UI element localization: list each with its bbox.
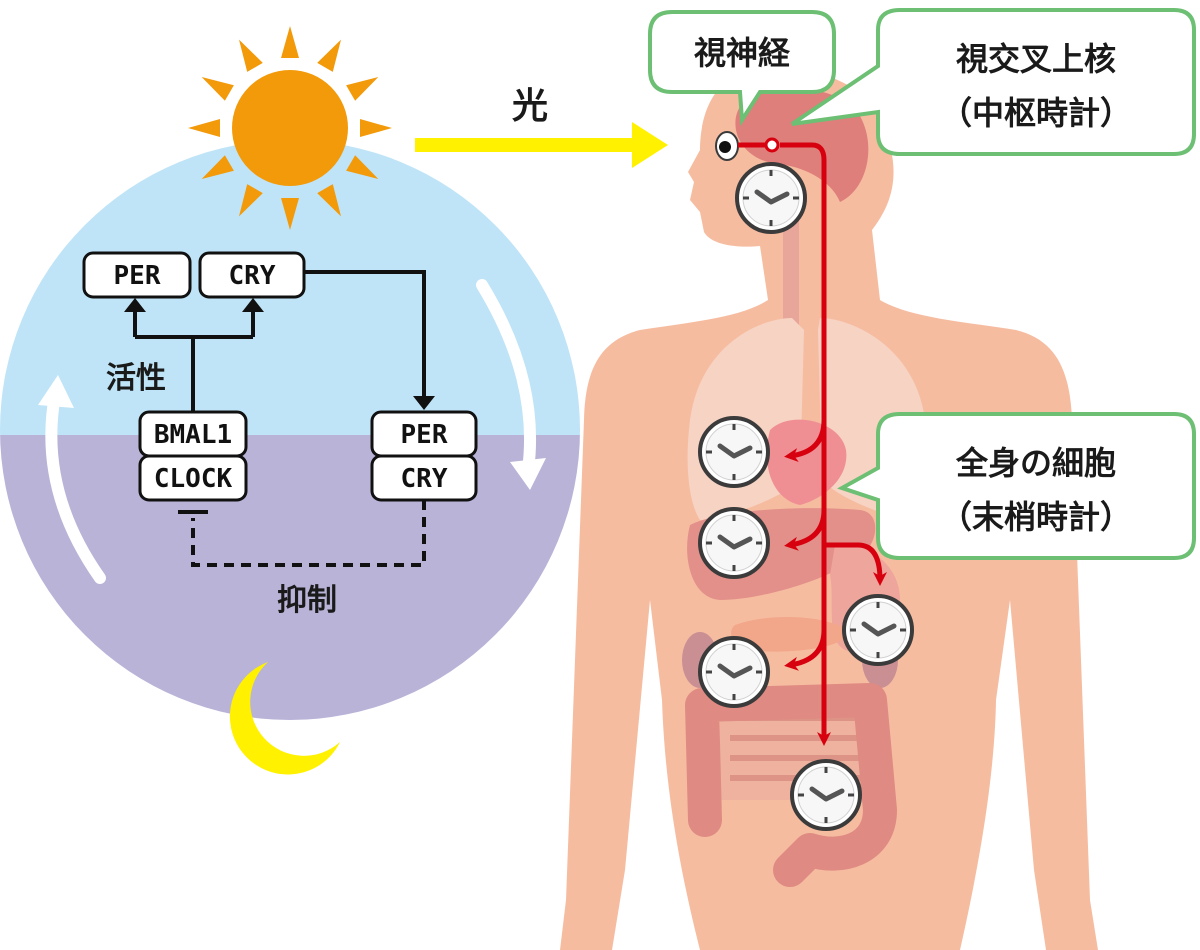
suppression-label: 抑制	[277, 583, 337, 618]
eye-icon	[715, 131, 739, 161]
gene-label-cry-top: CRY	[229, 261, 276, 291]
gene-label-per-top: PER	[114, 261, 161, 291]
light-label: 光	[512, 86, 548, 127]
callout-optic-nerve: 視神経	[648, 10, 836, 127]
crescent-moon-icon	[229, 662, 340, 775]
gene-box-bmal1: BMAL1	[138, 410, 248, 458]
gene-box-per-bottom: PER	[370, 410, 478, 458]
callout-scn-line2: （中枢時計）	[940, 94, 1132, 132]
cycle-arrow-right	[476, 279, 546, 490]
arrowhead-per	[124, 298, 146, 312]
gene-box-per-top: PER	[82, 251, 192, 299]
callout-cells-line1: 全身の細胞	[955, 444, 1116, 482]
activation-label: 活性	[106, 361, 166, 396]
clock-icon	[737, 164, 805, 232]
clock-icon	[700, 509, 768, 577]
scn-dot	[764, 137, 780, 153]
signal-paths	[780, 142, 887, 746]
clock-icon	[700, 638, 768, 706]
gene-box-clock: CLOCK	[138, 454, 248, 502]
gene-box-cry-bottom: CRY	[370, 454, 478, 502]
sun-icon	[188, 26, 392, 230]
arrowhead-cry	[242, 298, 264, 312]
callout-peripheral-cells: 全身の細胞 （末梢時計）	[837, 412, 1196, 560]
clock-icon	[792, 761, 860, 829]
gene-label-clock: CLOCK	[154, 464, 233, 494]
gene-label-cry-bottom: CRY	[401, 464, 448, 494]
callout-optic-nerve-text: 視神経	[694, 34, 791, 72]
gene-box-cry-top: CRY	[198, 251, 306, 299]
callout-scn: 視交叉上核 （中枢時計）	[790, 8, 1196, 156]
activation-arrows	[133, 310, 255, 412]
callout-cells-line2: （末梢時計）	[940, 498, 1132, 536]
gene-label-per-bottom: PER	[401, 420, 448, 450]
cycle-arrow-left	[38, 375, 106, 584]
clock-icon	[700, 418, 768, 486]
clock-icon	[844, 596, 912, 664]
callout-scn-line1: 視交叉上核	[956, 40, 1116, 78]
translation-arrow	[304, 270, 435, 410]
light-arrow	[415, 122, 668, 168]
gene-label-bmal1: BMAL1	[154, 420, 232, 450]
